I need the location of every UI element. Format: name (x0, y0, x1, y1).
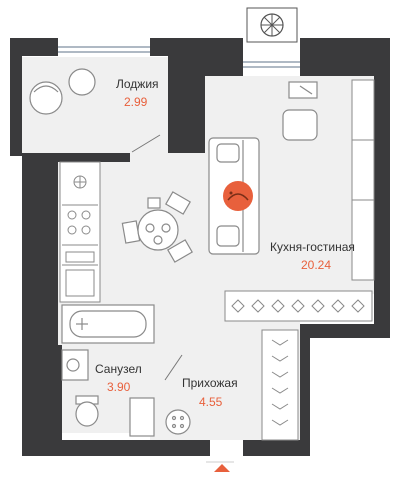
loggia-wall-left (10, 38, 22, 156)
kitchen-wall-top-left (168, 38, 243, 76)
kitchen-counter (59, 161, 101, 303)
loggia-chairs-icon (29, 68, 96, 115)
walls (10, 38, 390, 456)
room-area-bathroom: 3.90 (107, 380, 131, 394)
room-area-kitchen-living: 20.24 (301, 258, 332, 272)
room-name-hallway: Прихожая (182, 376, 238, 390)
bathroom-partition (58, 345, 62, 445)
room-area-hallway: 4.55 (199, 395, 223, 409)
west-wall-lower (22, 386, 58, 446)
washing-machine-icon (129, 397, 155, 437)
air-conditioner-icon (246, 7, 298, 43)
cat-icon (223, 181, 253, 211)
door-swings (131, 134, 234, 463)
room-area-loggia: 2.99 (124, 95, 148, 109)
east-wall-step (300, 324, 310, 456)
loggia-bottom-wall (22, 153, 130, 162)
east-wall-lower (300, 324, 390, 338)
south-wall-left (22, 440, 210, 456)
room-name-kitchen-living: Кухня-гостиная (270, 240, 355, 254)
sink-icon (61, 349, 89, 381)
loggia-wall-top-left (10, 38, 58, 56)
kitchen-wall-right (374, 38, 390, 338)
entrance-arrow-icon (214, 464, 230, 472)
wardrobe-vertical (261, 329, 299, 441)
wardrobe-right (351, 79, 375, 281)
bathtub-icon (61, 304, 155, 344)
dining-table-icon (121, 191, 193, 263)
windows (58, 46, 300, 68)
south-wall-right (243, 440, 308, 456)
room-name-bathroom: Санузел (95, 362, 142, 376)
armchair-icon (282, 81, 318, 141)
toilet-icon (75, 395, 99, 427)
hall-pouf-icon (165, 409, 191, 435)
room-name-loggia: Лоджия (116, 77, 159, 91)
wardrobe-horizontal (224, 290, 373, 322)
